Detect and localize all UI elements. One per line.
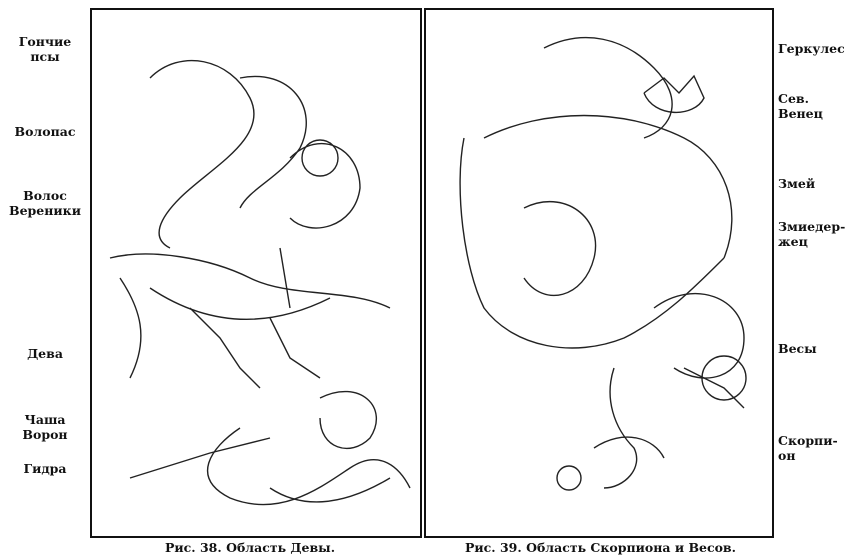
- label-text: Скорпи-: [778, 433, 838, 448]
- label-text: Дева: [27, 346, 63, 361]
- label-text: Чаша: [24, 412, 66, 427]
- label-text: жец: [778, 234, 808, 249]
- label-bootes: Волопас: [4, 124, 86, 139]
- figure-39-frame: [424, 8, 774, 538]
- label-text: Гидра: [23, 461, 67, 476]
- label-coma-berenices: Волос Вереники: [4, 188, 86, 218]
- label-text: Ворон: [22, 427, 68, 442]
- figure-38-sketch: [109, 59, 411, 506]
- label-text: Вереники: [9, 203, 81, 218]
- label-canes-venatici: Гончие псы: [4, 34, 86, 64]
- label-text: он: [778, 448, 796, 463]
- figure-39-sketch: [459, 36, 747, 491]
- label-serpens: Змей: [778, 176, 858, 191]
- label-hercules: Геркулес: [778, 41, 858, 56]
- label-ophiuchus: Змиедер- жец: [778, 219, 858, 249]
- label-libra: Весы: [778, 341, 858, 356]
- label-crater-corvus: Чаша Ворон: [4, 412, 86, 442]
- figure-38-frame: [90, 8, 422, 538]
- label-corona-borealis: Сев. Венец: [778, 91, 848, 121]
- label-text: Волос: [23, 188, 67, 203]
- label-text: Гончие псы: [18, 34, 72, 64]
- label-text: Сев. Венец: [778, 91, 823, 121]
- label-text: Змиедер-: [778, 219, 846, 234]
- label-text: Геркулес: [778, 41, 845, 56]
- figure-38-caption: Рис. 38. Область Девы.: [165, 540, 336, 555]
- label-text: Весы: [778, 341, 817, 356]
- figure-39-caption: Рис. 39. Область Скорпиона и Весов.: [465, 540, 736, 555]
- label-text: Змей: [778, 176, 816, 191]
- label-hydra: Гидра: [4, 461, 86, 476]
- label-virgo: Дева: [4, 346, 86, 361]
- label-text: Волопас: [14, 124, 76, 139]
- label-scorpius: Скорпи- он: [778, 433, 858, 463]
